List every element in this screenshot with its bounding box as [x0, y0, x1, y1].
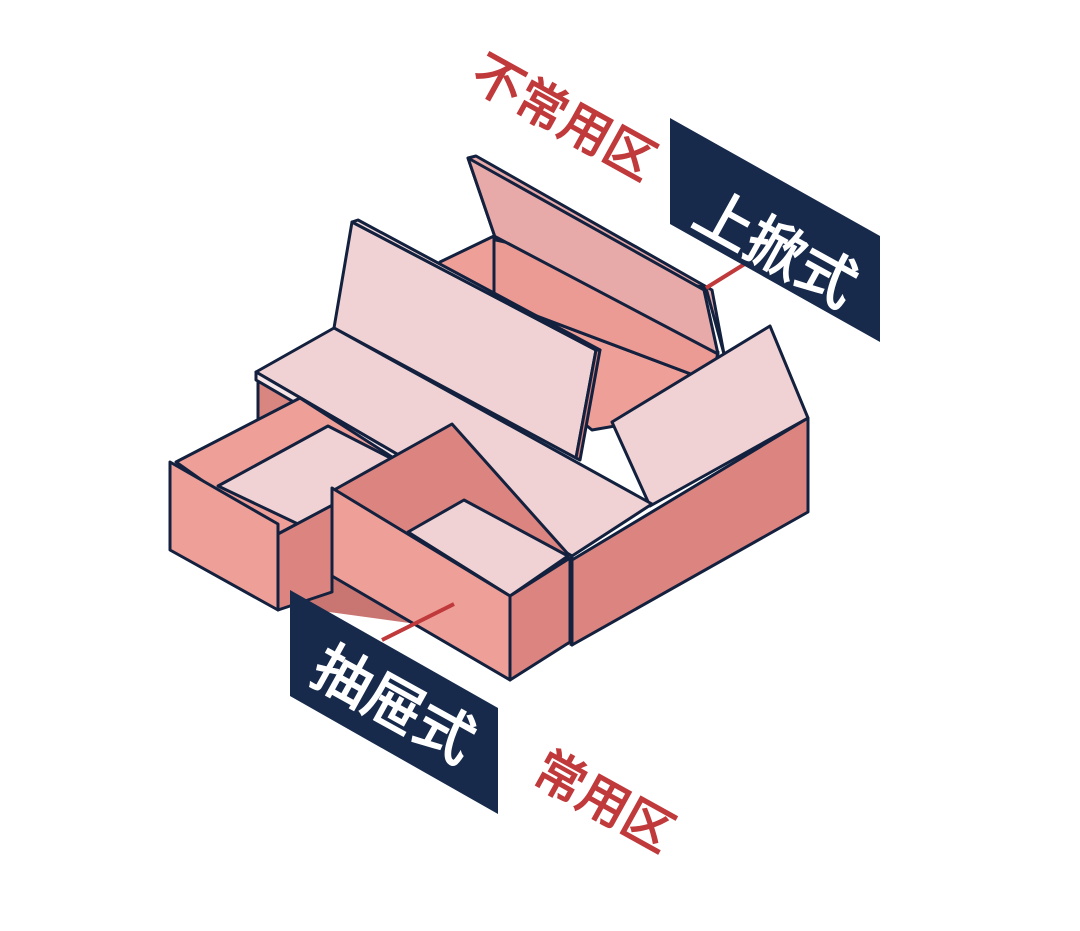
drawer-right-front [330, 486, 512, 682]
center-panel [332, 218, 602, 462]
lift-lid-right [610, 324, 810, 508]
center-panel-side [574, 348, 602, 462]
callout-drawer-box [290, 590, 498, 814]
callout-drawer-leader [381, 602, 455, 642]
lift-compartment [438, 154, 810, 508]
drawer-right [330, 422, 572, 682]
zone-label-frequent: 常用区 [524, 740, 683, 863]
lift-lid-back-face [466, 156, 720, 356]
drawer-left-front [168, 460, 280, 612]
callout-lift-box [670, 118, 880, 342]
